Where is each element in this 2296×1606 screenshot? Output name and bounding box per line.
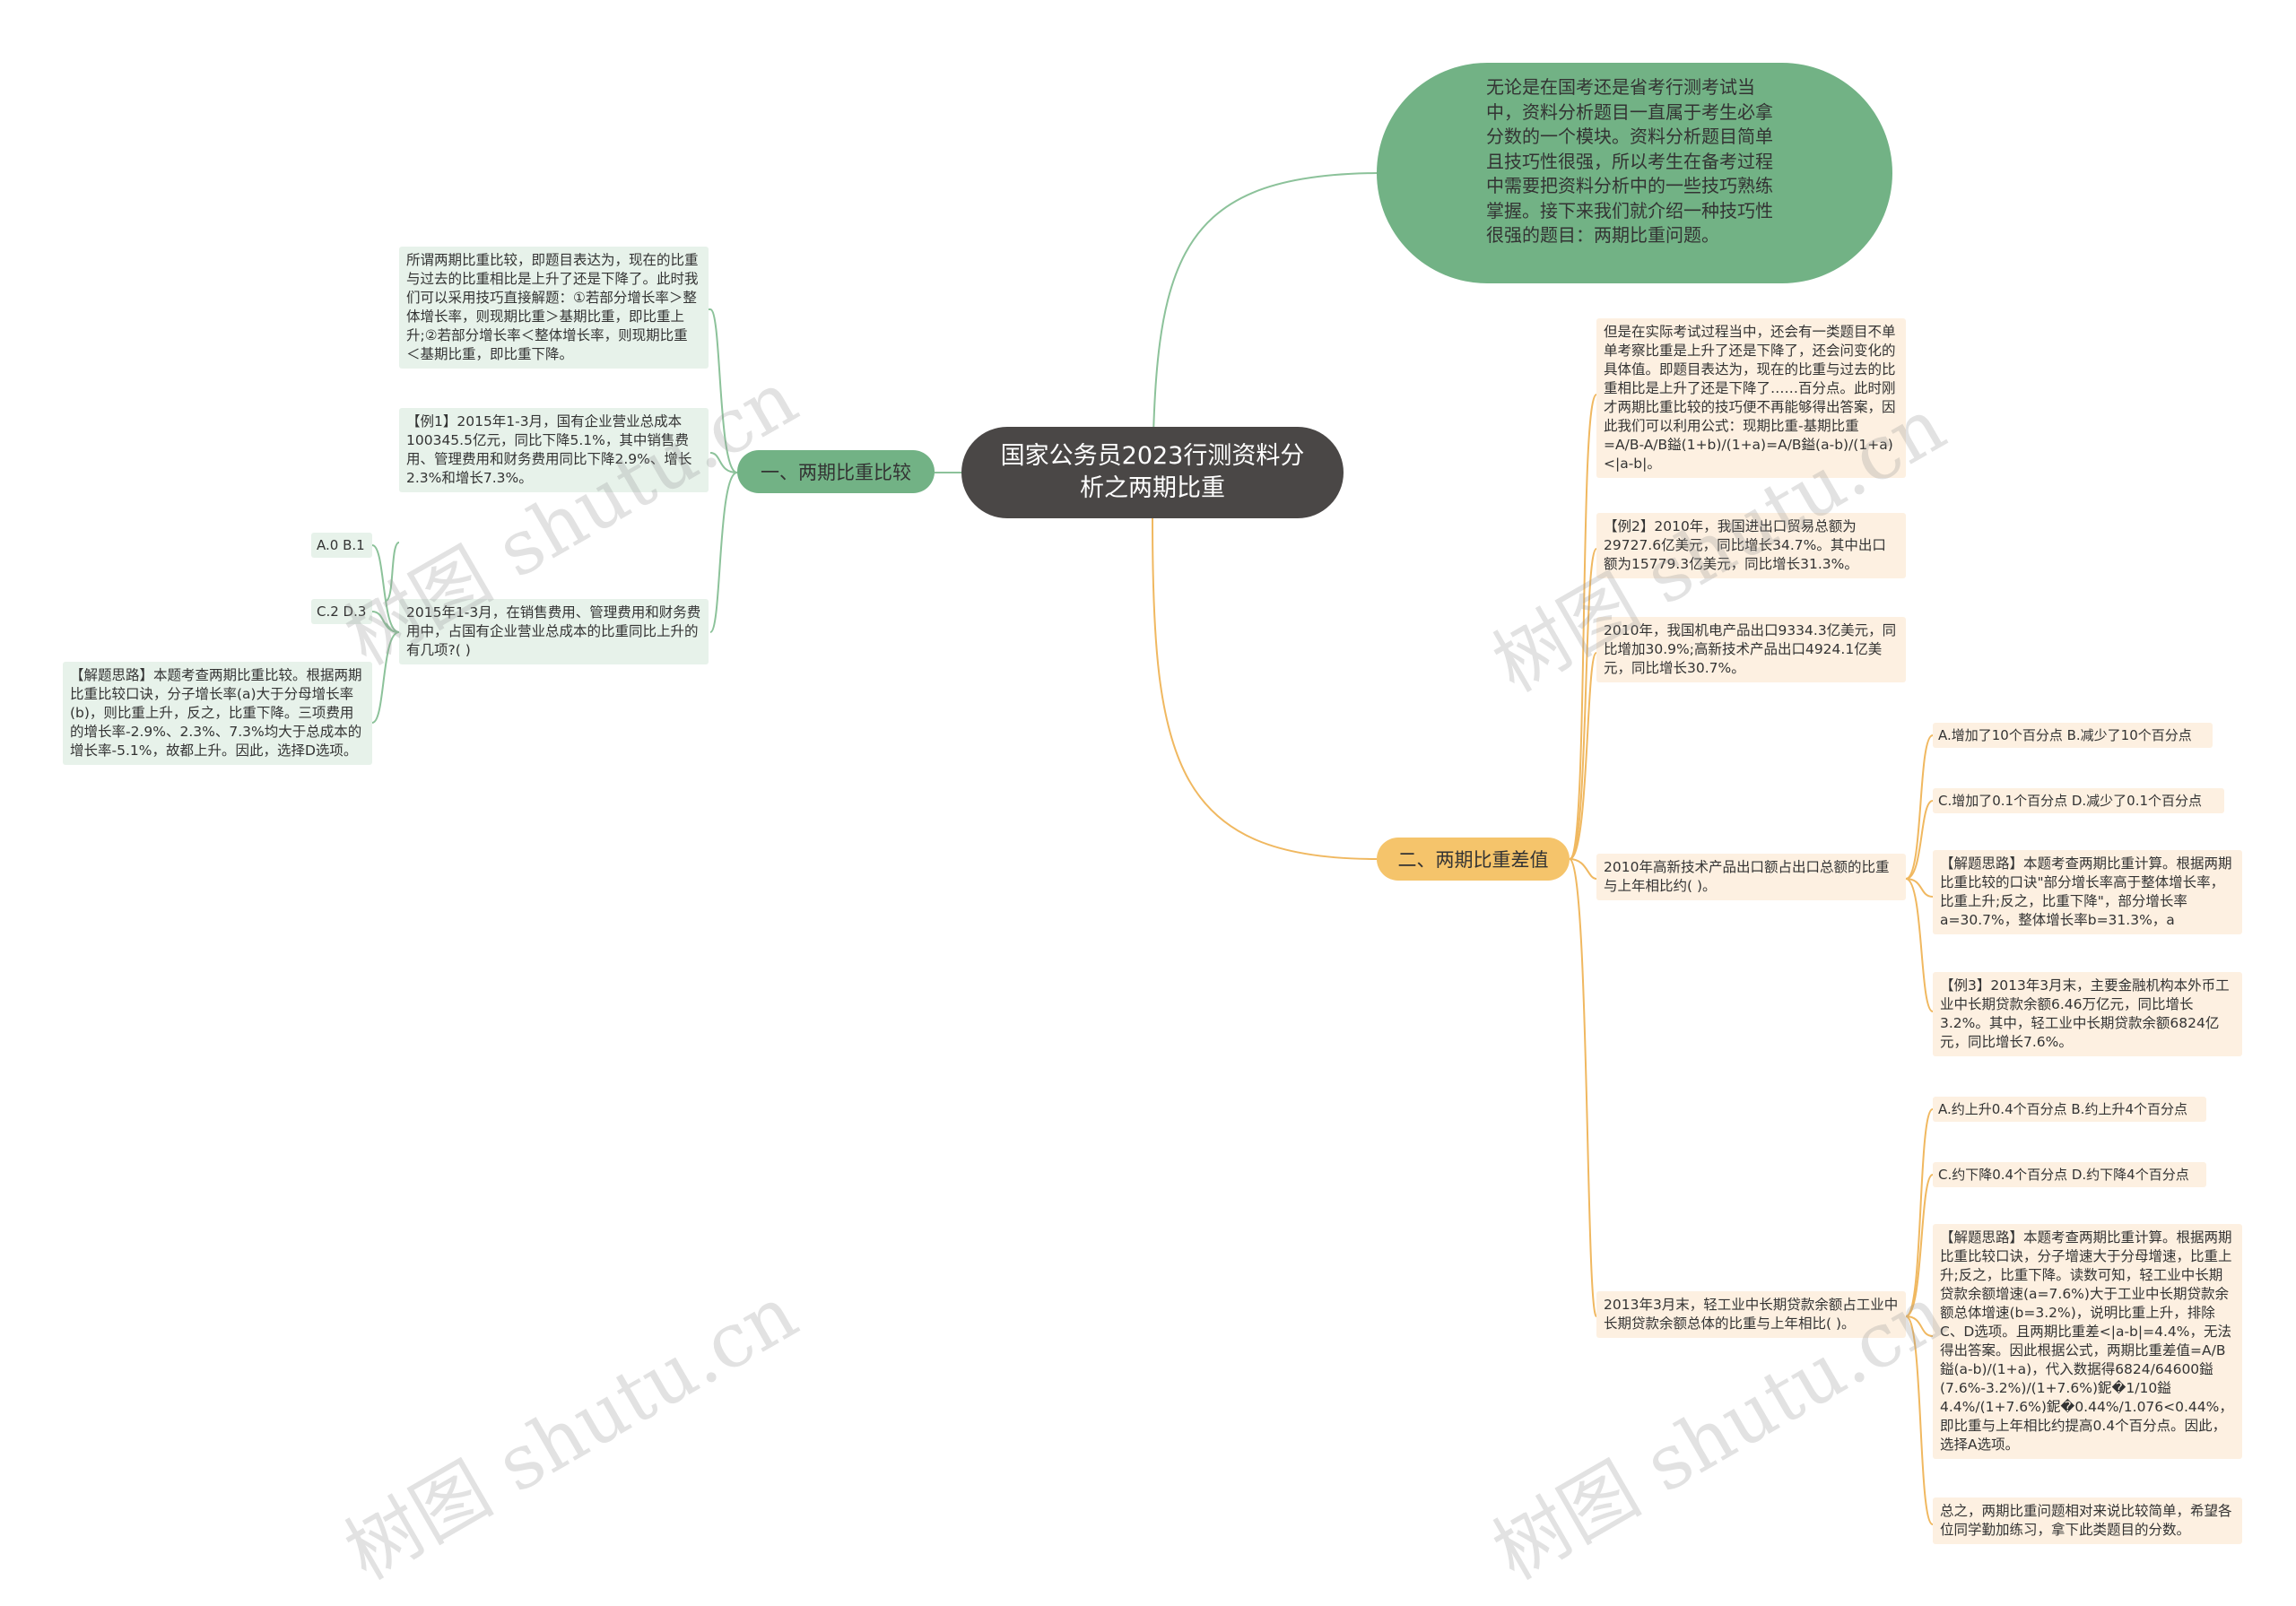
branch2-q2-option-ab-text: A.增加了10个百分点 B.减少了10个百分点: [1938, 727, 2192, 743]
branch1-option-cd[interactable]: C.2 D.3: [311, 599, 372, 624]
branch1-analysis[interactable]: 【解题思路】本题考查两期比重比较。根据两期比重比较口诀，分子增长率(a)大于分母…: [63, 662, 372, 765]
branch2-question2-text: 2010年高新技术产品出口额占出口总额的比重与上年相比约( )。: [1604, 859, 1890, 894]
branch2-example2-text: 【例2】2010年，我国进出口贸易总额为29727.6亿美元，同比增长34.7%…: [1604, 518, 1886, 572]
branch2-question2[interactable]: 2010年高新技术产品出口额占出口总额的比重与上年相比约( )。: [1596, 854, 1906, 900]
branch2-q3-option-cd[interactable]: C.约下降0.4个百分点 D.约下降4个百分点: [1933, 1162, 2206, 1187]
question1-links: [371, 544, 400, 724]
branch2-formula-text: 但是在实际考试过程当中，还会有一类题目不单单考察比重是上升了还是下降了，还会问变…: [1604, 324, 1896, 472]
question3-links: [1905, 1108, 1934, 1525]
branch1-option-ab-text: A.0 B.1: [317, 537, 365, 553]
branch2-q2-option-ab[interactable]: A.增加了10个百分点 B.减少了10个百分点: [1933, 723, 2213, 748]
branch2-topic[interactable]: 二、两期比重差值: [1377, 838, 1570, 881]
branch2-question3[interactable]: 2013年3月末，轻工业中长期贷款余额占工业中长期贷款余额总体的比重与上年相比(…: [1596, 1291, 1906, 1338]
branch1-topic[interactable]: 一、两期比重比较: [737, 450, 935, 493]
branch1-option-ab[interactable]: A.0 B.1: [311, 533, 372, 558]
intro-topic[interactable]: 无论是在国考还是省考行测考试当中，资料分析题目一直属于考生必拿分数的一个模块。资…: [1377, 63, 1892, 283]
branch1-label: 一、两期比重比较: [761, 462, 911, 483]
branch1-definition[interactable]: 所谓两期比重比较，即题目表达为，现在的比重与过去的比重相比是上升了还是下降了。此…: [399, 247, 709, 369]
link-root-intro: [1152, 172, 1378, 519]
branch2-q2-option-cd-text: C.增加了0.1个百分点 D.减少了0.1个百分点: [1938, 793, 2203, 809]
branch2-example3-text: 【例3】2013年3月末，主要金融机构本外币工业中长期贷款余额6.46万亿元，同…: [1940, 977, 2230, 1050]
root-topic[interactable]: 国家公务员2023行测资料分析之两期比重: [961, 427, 1344, 518]
branch2-material2-text: 2010年，我国机电产品出口9334.3亿美元，同比增加30.9%;高新技术产品…: [1604, 622, 1897, 676]
branch2-q3-analysis[interactable]: 【解题思路】本题考查两期比重计算。根据两期比重比较口诀，分子增速大于分母增速，比…: [1933, 1224, 2242, 1459]
branch2-q3-option-ab-text: A.约上升0.4个百分点 B.约上升4个百分点: [1938, 1101, 2187, 1117]
branch2-formula[interactable]: 但是在实际考试过程当中，还会有一类题目不单单考察比重是上升了还是下降了，还会问变…: [1596, 318, 1906, 478]
branch1-option-cd-text: C.2 D.3: [317, 603, 367, 620]
branch2-q3-analysis-text: 【解题思路】本题考查两期比重计算。根据两期比重比较口诀，分子增速大于分母增速，比…: [1940, 1229, 2233, 1453]
branch2-q2-analysis-text: 【解题思路】本题考查两期比重计算。根据两期比重比较的口诀"部分增长率高于整体增长…: [1940, 855, 2232, 928]
branch1-analysis-text: 【解题思路】本题考查两期比重比较。根据两期比重比较口诀，分子增长率(a)大于分母…: [70, 667, 362, 759]
branch2-label: 二、两期比重差值: [1397, 849, 1549, 871]
question2-links: [1905, 734, 1934, 1012]
branch2-summary[interactable]: 总之，两期比重问题相对来说比较简单，希望各位同学勤加练习，拿下此类题目的分数。: [1933, 1497, 2242, 1544]
branch2-links: [1569, 394, 1597, 1317]
branch2-material2[interactable]: 2010年，我国机电产品出口9334.3亿美元，同比增加30.9%;高新技术产品…: [1596, 617, 1906, 682]
branch2-example3[interactable]: 【例3】2013年3月末，主要金融机构本外币工业中长期贷款余额6.46万亿元，同…: [1933, 972, 2242, 1056]
branch2-q2-option-cd[interactable]: C.增加了0.1个百分点 D.减少了0.1个百分点: [1933, 788, 2224, 813]
branch2-summary-text: 总之，两期比重问题相对来说比较简单，希望各位同学勤加练习，拿下此类题目的分数。: [1940, 1503, 2232, 1538]
branch1-question[interactable]: 2015年1-3月，在销售费用、管理费用和财务费用中，占国有企业营业总成本的比重…: [399, 599, 709, 664]
branch2-q3-option-ab[interactable]: A.约上升0.4个百分点 B.约上升4个百分点: [1933, 1097, 2206, 1122]
root-title: 国家公务员2023行测资料分析之两期比重: [1000, 442, 1305, 502]
branch1-definition-text: 所谓两期比重比较，即题目表达为，现在的比重与过去的比重相比是上升了还是下降了。此…: [406, 252, 699, 362]
branch2-q3-option-cd-text: C.约下降0.4个百分点 D.约下降4个百分点: [1938, 1167, 2189, 1183]
branch1-example1-text: 【例1】2015年1-3月，国有企业营业总成本100345.5亿元，同比下降5.…: [406, 413, 692, 486]
branch1-example1[interactable]: 【例1】2015年1-3月，国有企业营业总成本100345.5亿元，同比下降5.…: [399, 408, 709, 492]
link-root-branch2: [1152, 517, 1378, 860]
branch1-question-text: 2015年1-3月，在销售费用、管理费用和财务费用中，占国有企业营业总成本的比重…: [406, 604, 701, 658]
branch2-question3-text: 2013年3月末，轻工业中长期贷款余额占工业中长期贷款余额总体的比重与上年相比(…: [1604, 1297, 1899, 1332]
branch2-q2-analysis[interactable]: 【解题思路】本题考查两期比重计算。根据两期比重比较的口诀"部分增长率高于整体增长…: [1933, 850, 2242, 934]
intro-text: 无论是在国考还是省考行测考试当中，资料分析题目一直属于考生必拿分数的一个模块。资…: [1486, 76, 1773, 246]
branch2-example2[interactable]: 【例2】2010年，我国进出口贸易总额为29727.6亿美元，同比增长34.7%…: [1596, 513, 1906, 578]
